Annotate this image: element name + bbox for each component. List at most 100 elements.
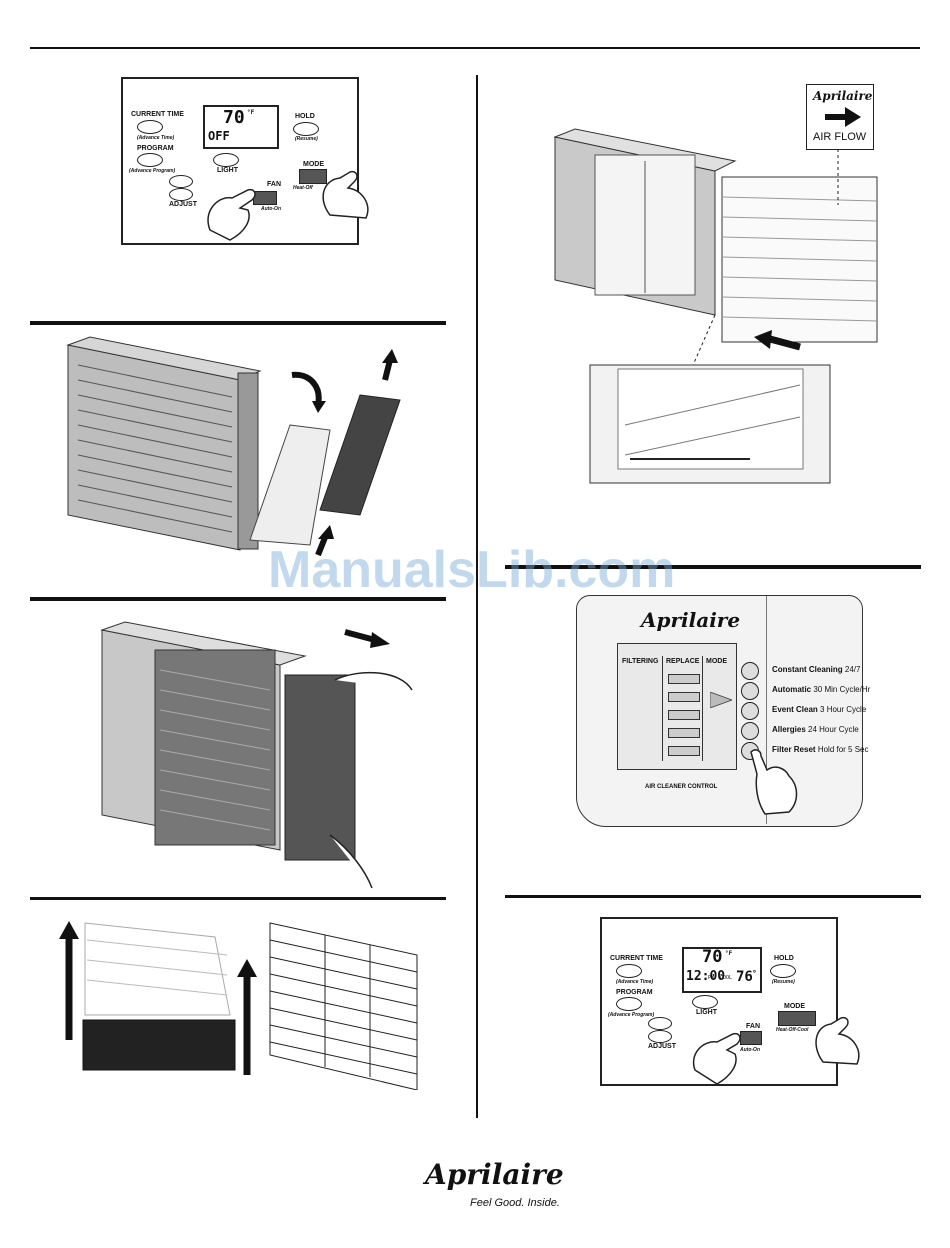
adjust-down-button[interactable] [648, 1030, 672, 1043]
mode-desc: 3 Hour Cycle [820, 705, 867, 714]
mode-sublabel: Heat-Off-Cool [776, 1027, 809, 1033]
mode-name: Automatic [772, 685, 812, 694]
mode-desc: Hold for 5 Sec [817, 745, 869, 754]
control-panel-footer: AIR CLEANER CONTROL [645, 784, 718, 790]
mode-name: Event Clean [772, 705, 818, 714]
fan-sublabel: Auto-On [261, 206, 281, 212]
mode-event-clean: Event Clean 3 Hour Cycle [772, 705, 866, 714]
current-time-sublabel: (Advance Time) [137, 135, 175, 141]
display-status: OFF [208, 129, 230, 143]
replace-bar [668, 710, 700, 720]
display-time: 12:00 [686, 969, 726, 984]
thermostat-display-bottom: 70 °F 12:00 PM COOL 76 ° [682, 947, 762, 993]
mode-name: Filter Reset [772, 745, 816, 754]
replace-bar [668, 674, 700, 684]
mode-name: Constant Cleaning [772, 665, 843, 674]
display-setpoint: 76 [736, 969, 753, 985]
section-rule-left-2 [30, 321, 446, 325]
adjust-label: ADJUST [169, 201, 198, 208]
control-panel-screen: FILTERING REPLACE MODE [617, 643, 737, 770]
center-divider [476, 75, 478, 1118]
mode-desc: 24 Hour Cycle [808, 725, 859, 734]
filter-expansion-illustration [59, 921, 418, 1090]
control-panel-divider [766, 596, 767, 824]
section-rule-right-3 [505, 895, 921, 898]
mode-label: MODE [784, 1003, 805, 1010]
light-button[interactable] [213, 153, 239, 167]
display-unit: °F [247, 109, 255, 116]
hold-button[interactable] [293, 122, 319, 136]
display-setpoint-unit: ° [752, 969, 757, 978]
section-rule-left-4 [30, 897, 446, 900]
adjust-down-button[interactable] [169, 188, 193, 201]
screen-col-replace: REPLACE [666, 658, 700, 665]
adjust-up-button[interactable] [648, 1017, 672, 1030]
mode-label: MODE [303, 161, 324, 168]
current-time-label: CURRENT TIME [610, 955, 663, 962]
hold-sublabel: (Resume) [295, 136, 318, 142]
control-panel-brand: Aprilaire [641, 608, 741, 632]
hold-label: HOLD [295, 113, 315, 120]
pointing-hand-icon [750, 749, 798, 815]
adjust-label: ADJUST [648, 1043, 677, 1050]
light-button[interactable] [692, 995, 718, 1009]
airflow-label-brand: Aprilaire [813, 89, 873, 103]
screen-divider-1 [662, 656, 663, 761]
fan-sublabel: Auto-On [740, 1047, 760, 1053]
current-time-button[interactable] [616, 964, 642, 978]
mode-name: Allergies [772, 725, 806, 734]
thermostat-display: 70 °F OFF [203, 105, 279, 149]
program-sublabel: (Advance Program) [608, 1012, 655, 1018]
filter-insertion-illustration [553, 128, 878, 484]
air-cleaner-control-panel: Aprilaire FILTERING REPLACE MODE AIR CLE… [576, 595, 870, 827]
program-label: PROGRAM [137, 145, 174, 152]
screen-divider-2 [702, 656, 703, 761]
section-rule-right-2 [505, 565, 921, 569]
program-button[interactable] [616, 997, 642, 1011]
hold-sublabel: (Resume) [772, 979, 795, 985]
mode-button-constant-cleaning[interactable] [741, 662, 759, 680]
manualslib-watermark: ManualsLib.com [268, 541, 676, 599]
current-time-button[interactable] [137, 120, 163, 134]
program-button[interactable] [137, 153, 163, 167]
mode-filter-reset: Filter Reset Hold for 5 Sec [772, 745, 869, 754]
footer-brand-logo: Aprilaire [425, 1158, 564, 1191]
fan-label: FAN [746, 1023, 760, 1030]
mode-switch[interactable] [778, 1011, 816, 1026]
mode-button-allergies[interactable] [741, 722, 759, 740]
display-mode: COOL [720, 975, 733, 981]
airflow-label-box: Aprilaire AIR FLOW [806, 84, 874, 150]
hold-button[interactable] [770, 964, 796, 978]
top-rule [30, 47, 920, 49]
fan-label: FAN [267, 181, 281, 188]
mode-switch[interactable] [299, 169, 327, 184]
adjust-up-button[interactable] [169, 175, 193, 188]
filter-removal-illustration [100, 621, 413, 889]
light-label: LIGHT [696, 1009, 717, 1016]
display-temperature: 70 [702, 947, 723, 967]
mode-allergies: Allergies 24 Hour Cycle [772, 725, 859, 734]
program-sublabel: (Advance Program) [129, 168, 176, 174]
replace-bar [668, 692, 700, 702]
mode-button-automatic[interactable] [741, 682, 759, 700]
mode-desc: 24/7 [844, 665, 861, 674]
thermostat-panel-top: 70 °F OFF CURRENT TIME (Advance Time) PR… [121, 77, 359, 245]
replace-bar [668, 728, 700, 738]
hold-label: HOLD [774, 955, 794, 962]
mode-button-event-clean[interactable] [741, 702, 759, 720]
program-label: PROGRAM [616, 989, 653, 996]
pointing-hands-top-left [207, 170, 369, 241]
display-ampm: PM [708, 975, 715, 981]
mode-sublabel: Heat-Off [293, 185, 313, 191]
screen-col-filtering: FILTERING [622, 658, 659, 665]
light-label: LIGHT [217, 167, 238, 174]
air-cleaner-door-removal-illustration [66, 336, 401, 557]
mode-indicator-icon [710, 692, 732, 708]
mode-automatic: Automatic 30 Min Cycle/Hr [772, 685, 870, 694]
current-time-sublabel: (Advance Time) [616, 979, 654, 985]
current-time-label: CURRENT TIME [131, 111, 184, 118]
replace-bar [668, 746, 700, 756]
mode-desc: 30 Min Cycle/Hr [813, 685, 871, 694]
mode-constant-cleaning: Constant Cleaning 24/7 [772, 665, 860, 674]
display-temperature: 70 [223, 107, 245, 128]
